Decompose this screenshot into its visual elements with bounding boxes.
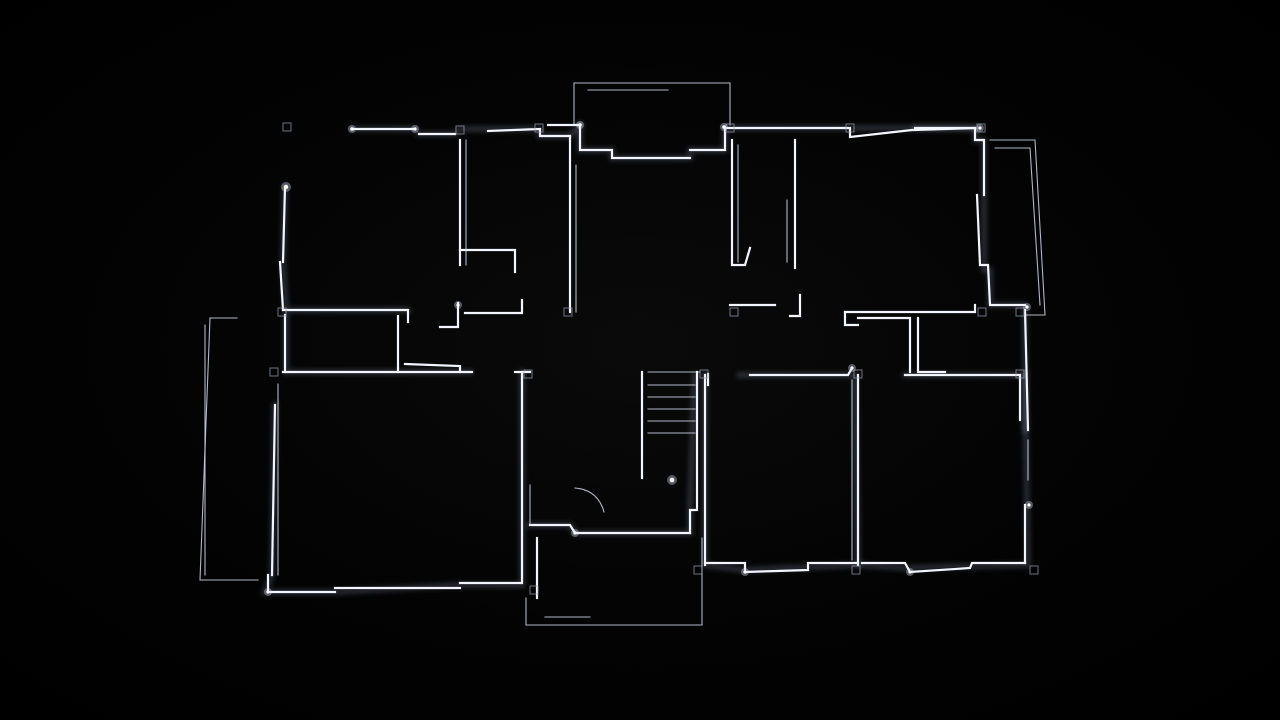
entry-area [525,484,703,626]
left-upper-rooms [278,134,572,374]
center-corridor [575,138,802,318]
right-upper-rooms [843,139,1046,432]
left-large-room [199,317,532,594]
wall-glow-layer [260,120,1032,595]
column-markers [269,122,1039,595]
glow-sparks [264,121,1033,596]
right-lower-rooms [703,366,1029,574]
stair-icon [640,370,710,535]
north-walls [350,123,986,197]
north-balcony [573,82,731,126]
door-swing-icon [574,487,605,513]
